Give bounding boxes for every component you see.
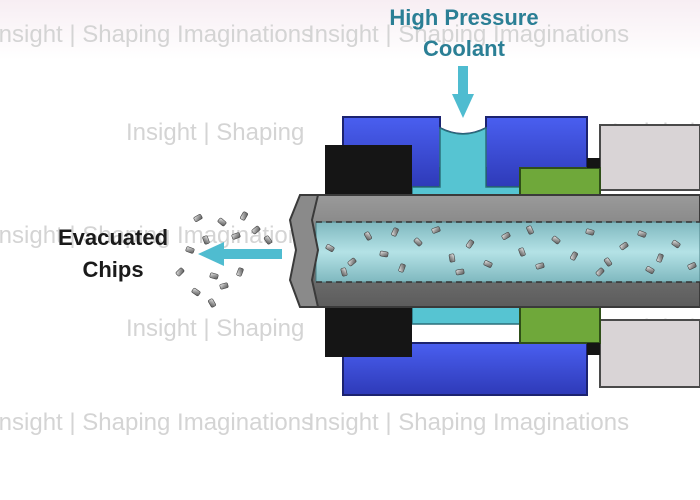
metal-chip <box>687 262 697 270</box>
metal-chip <box>431 226 441 234</box>
metal-chip <box>398 263 406 273</box>
metal-chip <box>231 232 241 240</box>
metal-chip <box>236 267 244 277</box>
coolant-label-line2: Coolant <box>423 36 506 61</box>
metal-chip <box>637 230 647 238</box>
metal-chip <box>585 228 595 236</box>
chips-evacuated <box>175 211 273 308</box>
watermark-text: Insight | Shaping Imaginations <box>308 21 629 48</box>
metal-chip <box>551 235 561 245</box>
metal-chip <box>325 244 335 252</box>
tool-tip <box>288 194 320 308</box>
metal-chip <box>455 268 465 276</box>
metal-chip <box>209 272 219 280</box>
seal-upper <box>519 167 601 196</box>
watermark-text: Insight | Shaping Imaginations <box>0 21 313 48</box>
metal-chip <box>483 260 493 268</box>
metal-chip <box>603 257 613 267</box>
metal-chip <box>185 246 195 254</box>
watermark-text: Insight | Shaping Imaginations <box>0 222 313 249</box>
metal-chip <box>379 250 389 258</box>
metal-chip <box>219 282 229 290</box>
metal-chip <box>656 253 664 263</box>
watermark-text: Insight | Shaping <box>126 119 304 146</box>
workpiece-upper <box>599 124 700 191</box>
left-arrow-icon <box>198 242 282 266</box>
metal-chip <box>364 231 372 241</box>
metal-chip <box>263 235 273 245</box>
metal-chip <box>518 247 526 257</box>
metal-chip <box>501 232 511 240</box>
metal-chip <box>208 298 216 308</box>
metal-chip <box>448 253 456 263</box>
ring-upper-right <box>587 158 600 168</box>
metal-chip <box>535 262 545 270</box>
watermark-layer: Insight | Shaping Imaginations Insight |… <box>0 21 700 436</box>
metal-chip <box>671 239 681 249</box>
metal-chip <box>347 257 357 267</box>
metal-chip <box>595 267 605 277</box>
black-ring-lower <box>325 307 412 357</box>
watermark-text: Insight | Shaping Imaginations <box>0 409 313 436</box>
metal-chip <box>391 227 399 237</box>
metal-chip <box>619 241 629 251</box>
ring-lower-right <box>587 343 600 355</box>
black-ring-upper <box>325 145 412 195</box>
metal-chip <box>217 217 227 227</box>
watermark-text: Insight | Shaping <box>126 315 304 342</box>
watermark-text: Insight | Shaping Imaginations <box>308 409 629 436</box>
metal-chip <box>340 267 348 277</box>
workpiece-lower <box>599 319 700 388</box>
metal-chip <box>413 237 423 247</box>
metal-chip <box>251 225 261 235</box>
coolant-channel-lower <box>411 306 521 325</box>
metal-chip <box>175 267 185 277</box>
coolant-bore <box>315 221 700 283</box>
metal-chip <box>240 211 248 221</box>
chips-label-line1: Evacuated <box>58 225 168 250</box>
chips-in-bore <box>325 225 697 277</box>
seal-lower <box>519 306 601 344</box>
metal-chip <box>645 266 655 274</box>
metal-chip <box>202 235 210 245</box>
coolant-label-line1: High Pressure <box>389 5 538 30</box>
metal-chip <box>526 225 534 235</box>
metal-chip <box>191 287 201 297</box>
metal-chip <box>570 251 578 261</box>
chips-label-line2: Chips <box>82 257 143 282</box>
metal-chip <box>465 239 475 249</box>
down-arrow-icon <box>452 66 474 118</box>
metal-chip <box>193 214 203 222</box>
